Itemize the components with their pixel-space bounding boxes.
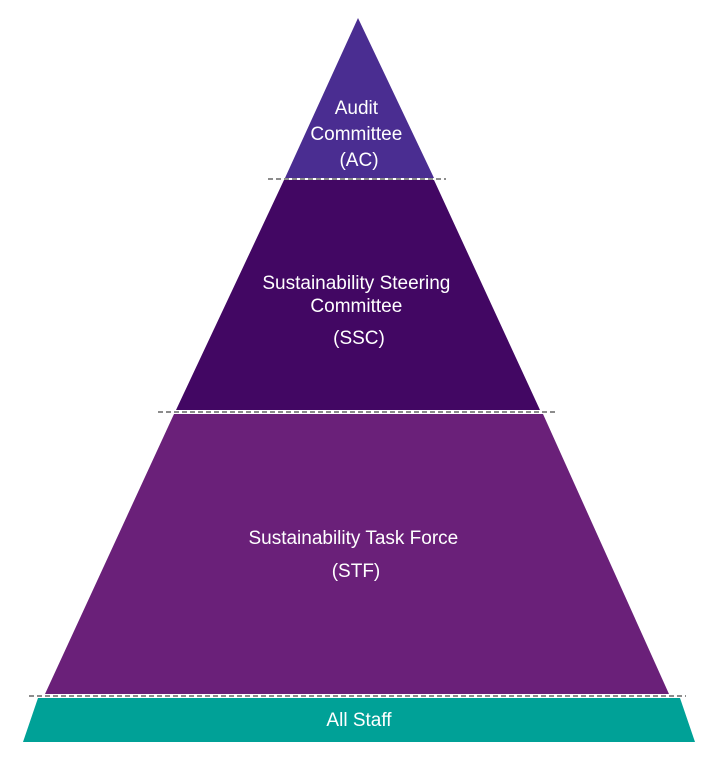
tier-staff-label: All Staff (326, 710, 392, 731)
tier-ac-line-1: Audit (335, 98, 379, 119)
tier-ssc-line-3: (SSC) (333, 328, 385, 349)
tier-ssc-shape (176, 180, 540, 410)
tier-ac-line-2: Committee (310, 124, 402, 145)
tier-staff-shape (23, 698, 695, 742)
tier-ac-line-3: (AC) (339, 150, 378, 171)
tier-ssc-line-1: Sustainability Steering (262, 273, 450, 294)
tier-stf-line-2: (STF) (332, 561, 381, 582)
tier-ac-shape (285, 18, 434, 178)
tier-ac-label: Audit Committee (AC) (310, 98, 407, 171)
tier-stf-label: Sustainability Task Force (STF) (248, 528, 463, 582)
tier-ssc-line-2: Committee (310, 296, 402, 317)
tier-staff-line-1: All Staff (326, 710, 392, 731)
tier-ssc-label: Sustainability Steering Committee (SSC) (262, 273, 455, 349)
tier-stf-shape (45, 414, 669, 694)
tier-stf-line-1: Sustainability Task Force (248, 528, 458, 549)
